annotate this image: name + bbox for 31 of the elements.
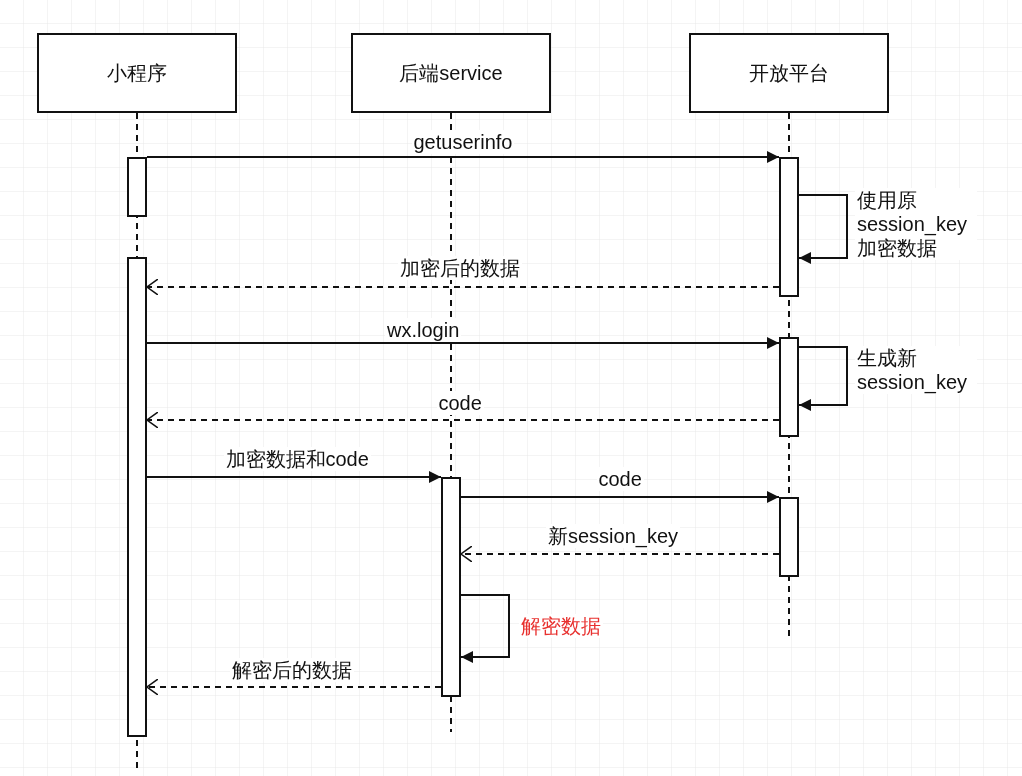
- activation-bar: [127, 157, 147, 217]
- activation-bar: [127, 257, 147, 737]
- message-label: code: [596, 467, 644, 491]
- message-label: 新session_key: [546, 524, 681, 548]
- message-arrow: [146, 471, 442, 483]
- activation-bar: [779, 157, 799, 297]
- message-label: 解密后的数据: [230, 658, 354, 682]
- message-label: 使用原session_key加密数据: [855, 188, 977, 260]
- message-label: 加密后的数据: [398, 256, 522, 280]
- message-label: 解密数据: [519, 614, 603, 638]
- return-arrow: [146, 278, 780, 296]
- participant-box: 开放平台: [689, 33, 889, 113]
- self-call-arrow: [798, 346, 848, 411]
- message-label: getuserinfo: [411, 130, 515, 154]
- message-label: 加密数据和code: [223, 447, 371, 471]
- message-arrow: [146, 337, 780, 349]
- activation-bar: [779, 497, 799, 577]
- return-arrow: [146, 678, 442, 696]
- self-call-arrow: [798, 194, 848, 264]
- activation-bar: [779, 337, 799, 437]
- message-arrow: [146, 151, 780, 163]
- message-label: code: [436, 391, 484, 415]
- return-arrow: [460, 545, 780, 563]
- participant-box: 小程序: [37, 33, 237, 113]
- return-arrow: [146, 411, 780, 429]
- message-arrow: [460, 491, 780, 503]
- message-label: 生成新session_key: [855, 346, 977, 394]
- participant-box: 后端service: [351, 33, 551, 113]
- message-label: wx.login: [385, 318, 462, 342]
- activation-bar: [441, 477, 461, 697]
- self-call-arrow: [460, 594, 510, 663]
